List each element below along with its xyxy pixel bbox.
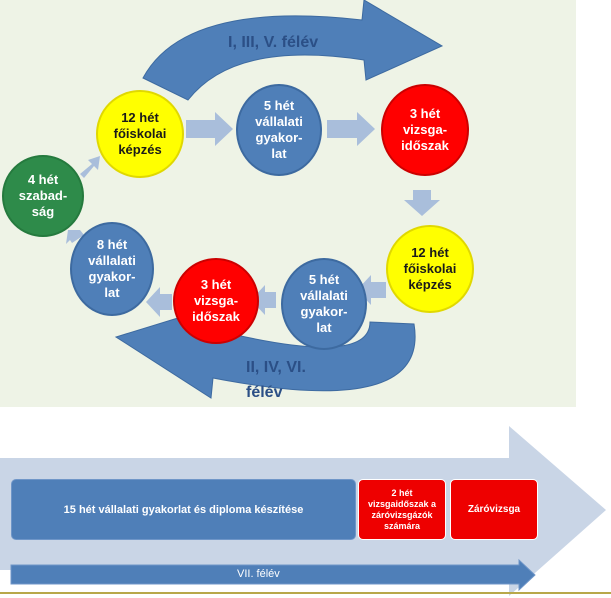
top-arc-label: I, III, V. félév [228,34,319,51]
bottom-arc-label-line2: félév [246,384,283,401]
arrow-practice-to-exam [327,112,375,146]
node-top-practice: 5 hét vállalati gyakor- lat [236,84,322,176]
arrow-left-practice-to-holiday [66,230,84,244]
arrow-practice-to-exam-bottom [251,285,276,315]
arrow-holiday-to-training [80,156,100,178]
top-arc-arrow [142,0,444,101]
node-top-exam: 3 hét vizsga- időszak [381,84,469,176]
bottom-divider [0,592,611,594]
timeline-exam-box: 2 hét vizsgaidőszak a záróvizsgázók szám… [358,479,446,540]
node-left-practice: 8 hét vállalati gyakor- lat [70,222,154,316]
semester-label: VII. félév [237,568,280,580]
node-bottom-practice: 5 hét vállalati gyakor- lat [281,258,367,350]
cycle-panel [0,0,576,407]
timeline-final-box: Záróvizsga [450,479,538,540]
node-right-training: 12 hét főiskolai képzés [386,225,474,313]
semester-arrow [10,558,536,592]
node-holiday: 4 hét szabad- ság [2,155,84,237]
node-bottom-exam: 3 hét vizsga- időszak [173,258,259,344]
arrow-exam-down [404,190,440,216]
timeline-main-box: 15 hét vállalati gyakorlat és diploma ké… [11,479,356,540]
bottom-arc-label-line1: II, IV, VI. [246,359,306,376]
arrow-training-to-practice [186,112,233,146]
arrow-exam-to-left-practice [146,287,172,317]
node-top-training: 12 hét főiskolai képzés [96,90,184,178]
